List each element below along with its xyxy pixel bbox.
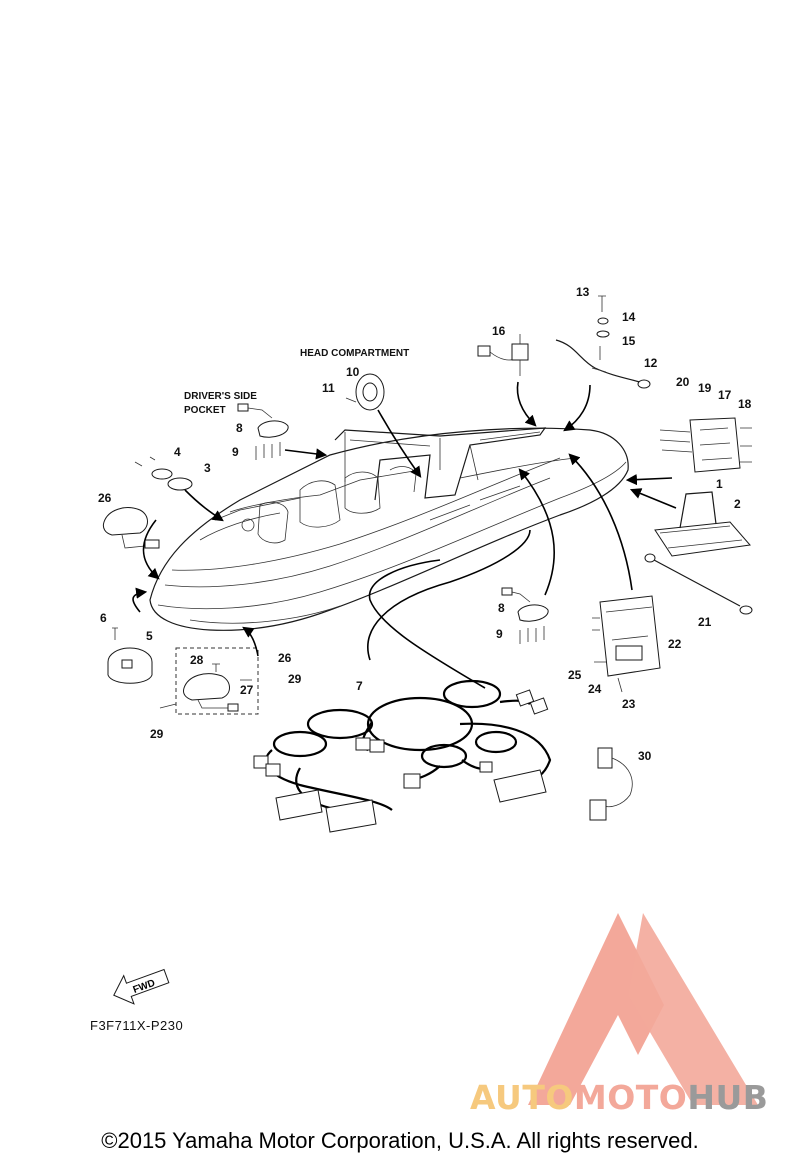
- head-compartment-label: HEAD COMPARTMENT: [300, 348, 409, 359]
- lamp-parts-3: [134, 456, 193, 491]
- watermark-logo-text: AUTOMOTOHUB: [470, 1078, 768, 1117]
- callout-4: 4: [174, 445, 181, 459]
- callout-11: 11: [322, 381, 335, 395]
- pocket-part-8: [237, 403, 289, 460]
- callout-27: 27: [240, 683, 254, 697]
- callout-8b: 8: [498, 601, 505, 615]
- sensor-16: [477, 334, 529, 376]
- group-box-26: [175, 647, 259, 715]
- callout-19: 19: [698, 381, 712, 395]
- callout-23: 23: [622, 697, 636, 711]
- logo-word-moto: MOTO: [573, 1078, 688, 1117]
- pocket-part-8b: [501, 587, 549, 644]
- connector-30: [589, 747, 633, 821]
- logo-word-hub: HUB: [687, 1078, 769, 1117]
- forward-arrow-icon: FWD: [113, 968, 170, 1005]
- windshield: [334, 427, 547, 501]
- callout-22: 22: [668, 637, 682, 651]
- ecu-22: [592, 595, 661, 693]
- callout-21: 21: [698, 615, 712, 629]
- callout-30: 30: [638, 749, 652, 763]
- reference-code: F3F711X-P230: [90, 1018, 184, 1033]
- callout-10: 10: [346, 365, 360, 379]
- callout-12: 12: [644, 356, 658, 370]
- callout-29b: 29: [150, 727, 164, 741]
- round-part-5: [107, 647, 153, 684]
- callout-13: 13: [576, 285, 590, 299]
- copyright-notice: ©2015 Yamaha Motor Corporation, U.S.A. A…: [101, 1128, 699, 1153]
- drivers-pocket-label: POCKET: [184, 405, 226, 416]
- cable-12: [555, 339, 651, 389]
- callout-16: 16: [492, 324, 506, 338]
- callout-6: 6: [100, 611, 107, 625]
- boat-hull: [149, 427, 629, 631]
- callout-1: 1: [716, 477, 723, 491]
- callout-18: 18: [738, 397, 752, 411]
- battery-holder-1: [654, 491, 751, 557]
- callout-25: 25: [568, 668, 582, 682]
- callout-9b: 9: [496, 627, 503, 641]
- callout-26b: 26: [278, 651, 292, 665]
- callout-9: 9: [232, 445, 239, 459]
- callout-5: 5: [146, 629, 153, 643]
- callout-3: 3: [204, 461, 211, 475]
- callout-26: 26: [98, 491, 112, 505]
- callout-29: 29: [288, 672, 302, 686]
- cable-21: [644, 553, 753, 615]
- drivers-side-label: DRIVER'S SIDE: [184, 391, 257, 402]
- callout-15: 15: [622, 334, 636, 348]
- boat-interior: [214, 466, 417, 544]
- callout-numbers: 1 2 3 4 5 6 7 8 9 10 11 12 13 14 15 16 1…: [98, 285, 752, 763]
- bolt-13: [596, 295, 610, 338]
- cover-part-27: [159, 663, 252, 712]
- assembly-arrows: [132, 381, 677, 689]
- callout-24: 24: [588, 682, 602, 696]
- wire-harness-7: [253, 679, 552, 833]
- callout-20: 20: [676, 375, 690, 389]
- logo-word-auto: AUTO: [470, 1078, 574, 1117]
- callout-14: 14: [622, 310, 636, 324]
- cover-part-26: [102, 507, 160, 549]
- callout-7: 7: [356, 679, 363, 693]
- screw-6: [112, 627, 118, 640]
- head-part-10: [345, 373, 385, 411]
- watermark-logo: [528, 913, 758, 1105]
- bracket-17: [659, 417, 752, 473]
- callout-2: 2: [734, 497, 741, 511]
- callout-17: 17: [718, 388, 732, 402]
- callout-8: 8: [236, 421, 243, 435]
- callout-28: 28: [190, 653, 204, 667]
